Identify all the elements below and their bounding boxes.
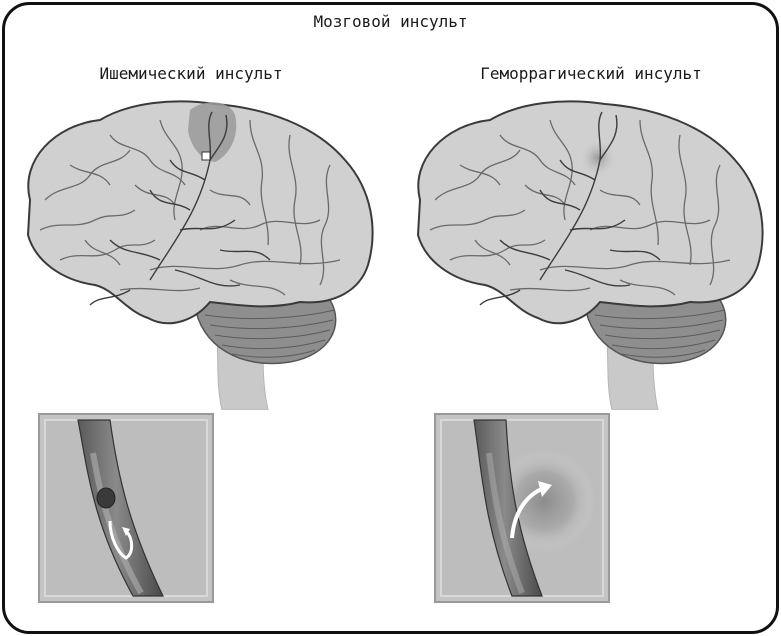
ischemic-vessel-inset [38,413,214,603]
hemorrhagic-brain-illustration [390,90,781,410]
ischemic-stroke-heading: Ишемический инсульт [0,64,382,83]
cerebrum [418,101,763,323]
clot-marker [202,152,210,160]
ischemic-brain-illustration [0,90,400,410]
hemorrhagic-vessel-inset [434,413,610,603]
hemorrhagic-stroke-heading: Геморрагический инсульт [400,64,781,83]
blood-clot [97,488,115,508]
diagram-title: Мозговой инсульт [0,12,781,31]
